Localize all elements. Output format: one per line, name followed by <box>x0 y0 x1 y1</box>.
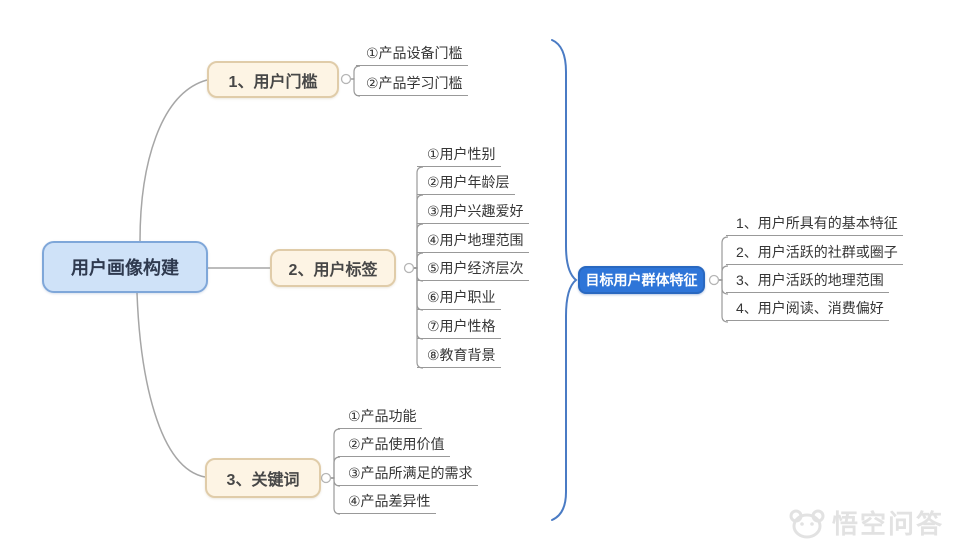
subtopic-user-interests[interactable]: ③用户兴趣爱好 <box>417 203 529 224</box>
root-node[interactable]: 用户画像构建 <box>42 241 208 293</box>
branch-label: 1、用户门槛 <box>228 73 318 91</box>
branch-node-user-tags[interactable]: 2、用户标签 <box>270 249 396 287</box>
subtopic-user-gender[interactable]: ①用户性别 <box>417 146 501 167</box>
subtopic-user-age[interactable]: ②用户年龄层 <box>417 174 515 195</box>
subtopic-learning-threshold[interactable]: ②产品学习门槛 <box>356 75 468 96</box>
branch-node-user-threshold[interactable]: 1、用户门槛 <box>207 61 339 98</box>
curly-brace <box>551 39 578 521</box>
subtopic-education-background[interactable]: ⑧教育背景 <box>417 347 501 368</box>
root-node-label: 用户画像构建 <box>71 258 179 278</box>
branch-label: 3、关键词 <box>226 472 300 489</box>
subtopic-product-value[interactable]: ②产品使用价值 <box>338 436 450 457</box>
target-node-group-traits[interactable]: 目标用户群体特征 <box>578 266 705 294</box>
subtopic-user-economic[interactable]: ⑤用户经济层次 <box>417 260 529 281</box>
target-item-basic-traits[interactable]: 1、用户所具有的基本特征 <box>726 215 903 236</box>
collapse-circle-branch3 <box>320 472 332 484</box>
subtopic-product-function[interactable]: ①产品功能 <box>338 408 422 429</box>
target-node-label: 目标用户群体特征 <box>585 272 698 288</box>
target-item-communities[interactable]: 2、用户活跃的社群或圈子 <box>726 244 903 265</box>
watermark-text: 悟空问答 <box>832 509 945 539</box>
subtopic-product-needs[interactable]: ③产品所满足的需求 <box>338 465 478 486</box>
subtopic-user-personality[interactable]: ⑦用户性格 <box>417 318 501 339</box>
branch-label: 2、用户标签 <box>288 262 378 279</box>
subtopic-product-difference[interactable]: ④产品差异性 <box>338 493 436 514</box>
target-item-geography[interactable]: 3、用户活跃的地理范围 <box>726 272 889 293</box>
subtopic-user-geography[interactable]: ④用户地理范围 <box>417 232 529 253</box>
collapse-circle-branch2 <box>403 262 415 274</box>
subtopic-device-threshold[interactable]: ①产品设备门槛 <box>356 45 468 66</box>
watermark: 悟空问答 <box>788 504 944 541</box>
wukong-logo-icon <box>789 509 825 538</box>
branch-node-keywords[interactable]: 3、关键词 <box>205 458 321 498</box>
edge-root-branch3 <box>136 292 206 478</box>
collapse-circle-branch1 <box>340 73 352 85</box>
target-item-preferences[interactable]: 4、用户阅读、消费偏好 <box>726 300 889 321</box>
edge-root-branch1 <box>139 79 208 242</box>
collapse-circle-target <box>708 274 720 286</box>
subtopic-user-occupation[interactable]: ⑥用户职业 <box>417 289 501 310</box>
